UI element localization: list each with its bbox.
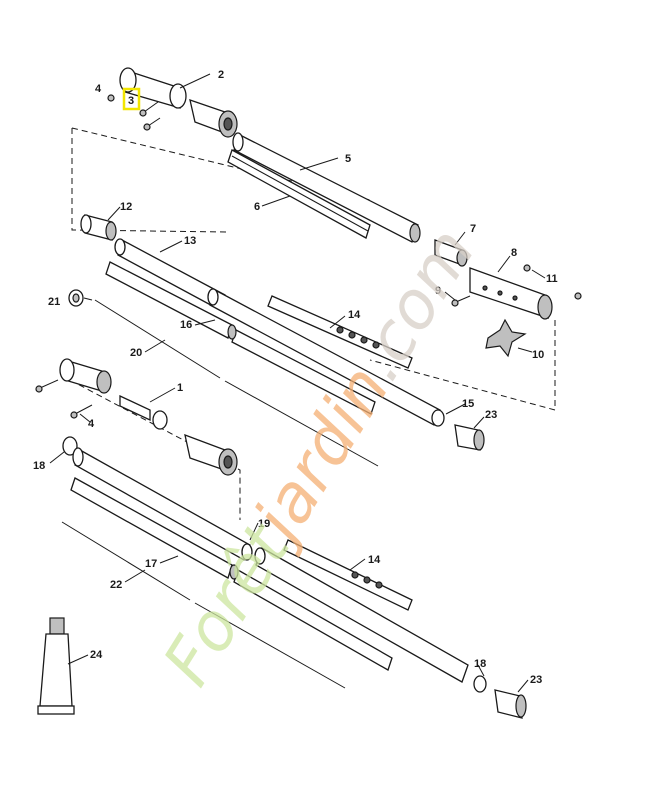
label-part-9: 9 [435,285,441,297]
sleeve-part-7 [434,239,468,267]
liner-part-6 [227,149,371,239]
star-knob-part-10 [485,318,527,358]
screw-part-3 [139,101,161,131]
label-part-21: 21 [48,296,60,308]
long-tube-lower [254,547,469,683]
label-part-22: 22 [110,579,122,591]
label-part-19: 19 [258,518,270,530]
bushing-part-18-lower [473,675,487,693]
cap-part-23-upper [454,424,485,451]
long-tube-upper [207,288,441,426]
coupling-housing-part-2 [119,67,238,138]
washer-part-4-upper [107,94,115,102]
drive-shaft-part-22 [61,521,346,689]
tube-part-19 [72,447,253,561]
label-part-6: 6 [254,201,260,213]
nut-part-11 [523,264,582,300]
grease-tube-part-24 [37,617,75,715]
label-part-18-lower: 18 [474,658,486,670]
label-part-17: 17 [145,558,157,570]
label-part-3: 3 [128,95,134,107]
label-part-12: 12 [120,201,132,213]
coupling-housing-part-1 [59,358,238,476]
highlight-box [122,87,141,111]
drive-shaft-part-20 [94,299,379,467]
label-part-4-lower: 4 [88,418,95,430]
sleeve-part-12 [80,214,117,241]
label-part-13: 13 [184,235,196,247]
watermark-text-part3: .com [339,215,490,393]
label-part-1: 1 [177,382,183,394]
label-part-20: 20 [130,347,142,359]
label-part-23-lower: 23 [530,674,542,686]
label-part-14-lower: 14 [368,554,381,566]
bushing-part-15 [431,409,445,427]
label-part-10: 10 [532,349,544,361]
liner-part-17 [70,477,393,671]
liner-part-16 [105,261,376,415]
drive-tube-part-5 [232,132,421,243]
label-part-18-upper: 18 [33,460,45,472]
label-part-24: 24 [90,649,103,661]
cap-part-23-lower [494,689,527,719]
assembly-frame-lower [69,379,241,520]
label-part-16: 16 [180,319,192,331]
label-part-23-upper: 23 [485,409,497,421]
bushing-part-18-upper [62,436,78,456]
handle-clamp-part-8 [469,267,553,320]
label-part-7: 7 [470,223,476,235]
label-part-5: 5 [345,153,351,165]
label-part-8: 8 [511,247,517,259]
bushing-part-21 [68,289,84,307]
callout-labels: 1 2 3 4 4 5 6 7 8 9 10 11 12 13 14 14 15… [33,69,558,686]
label-part-14-upper: 14 [348,309,361,321]
label-part-2: 2 [218,69,224,81]
leader-lines [49,73,546,693]
label-part-15: 15 [462,398,474,410]
screw-part-4-lower [35,379,93,419]
label-strip-part-14-lower [283,539,413,611]
label-part-11: 11 [546,273,558,285]
label-part-4-upper: 4 [95,83,102,95]
label-strip-part-14-upper [267,295,413,369]
screw-part-9 [451,295,471,307]
